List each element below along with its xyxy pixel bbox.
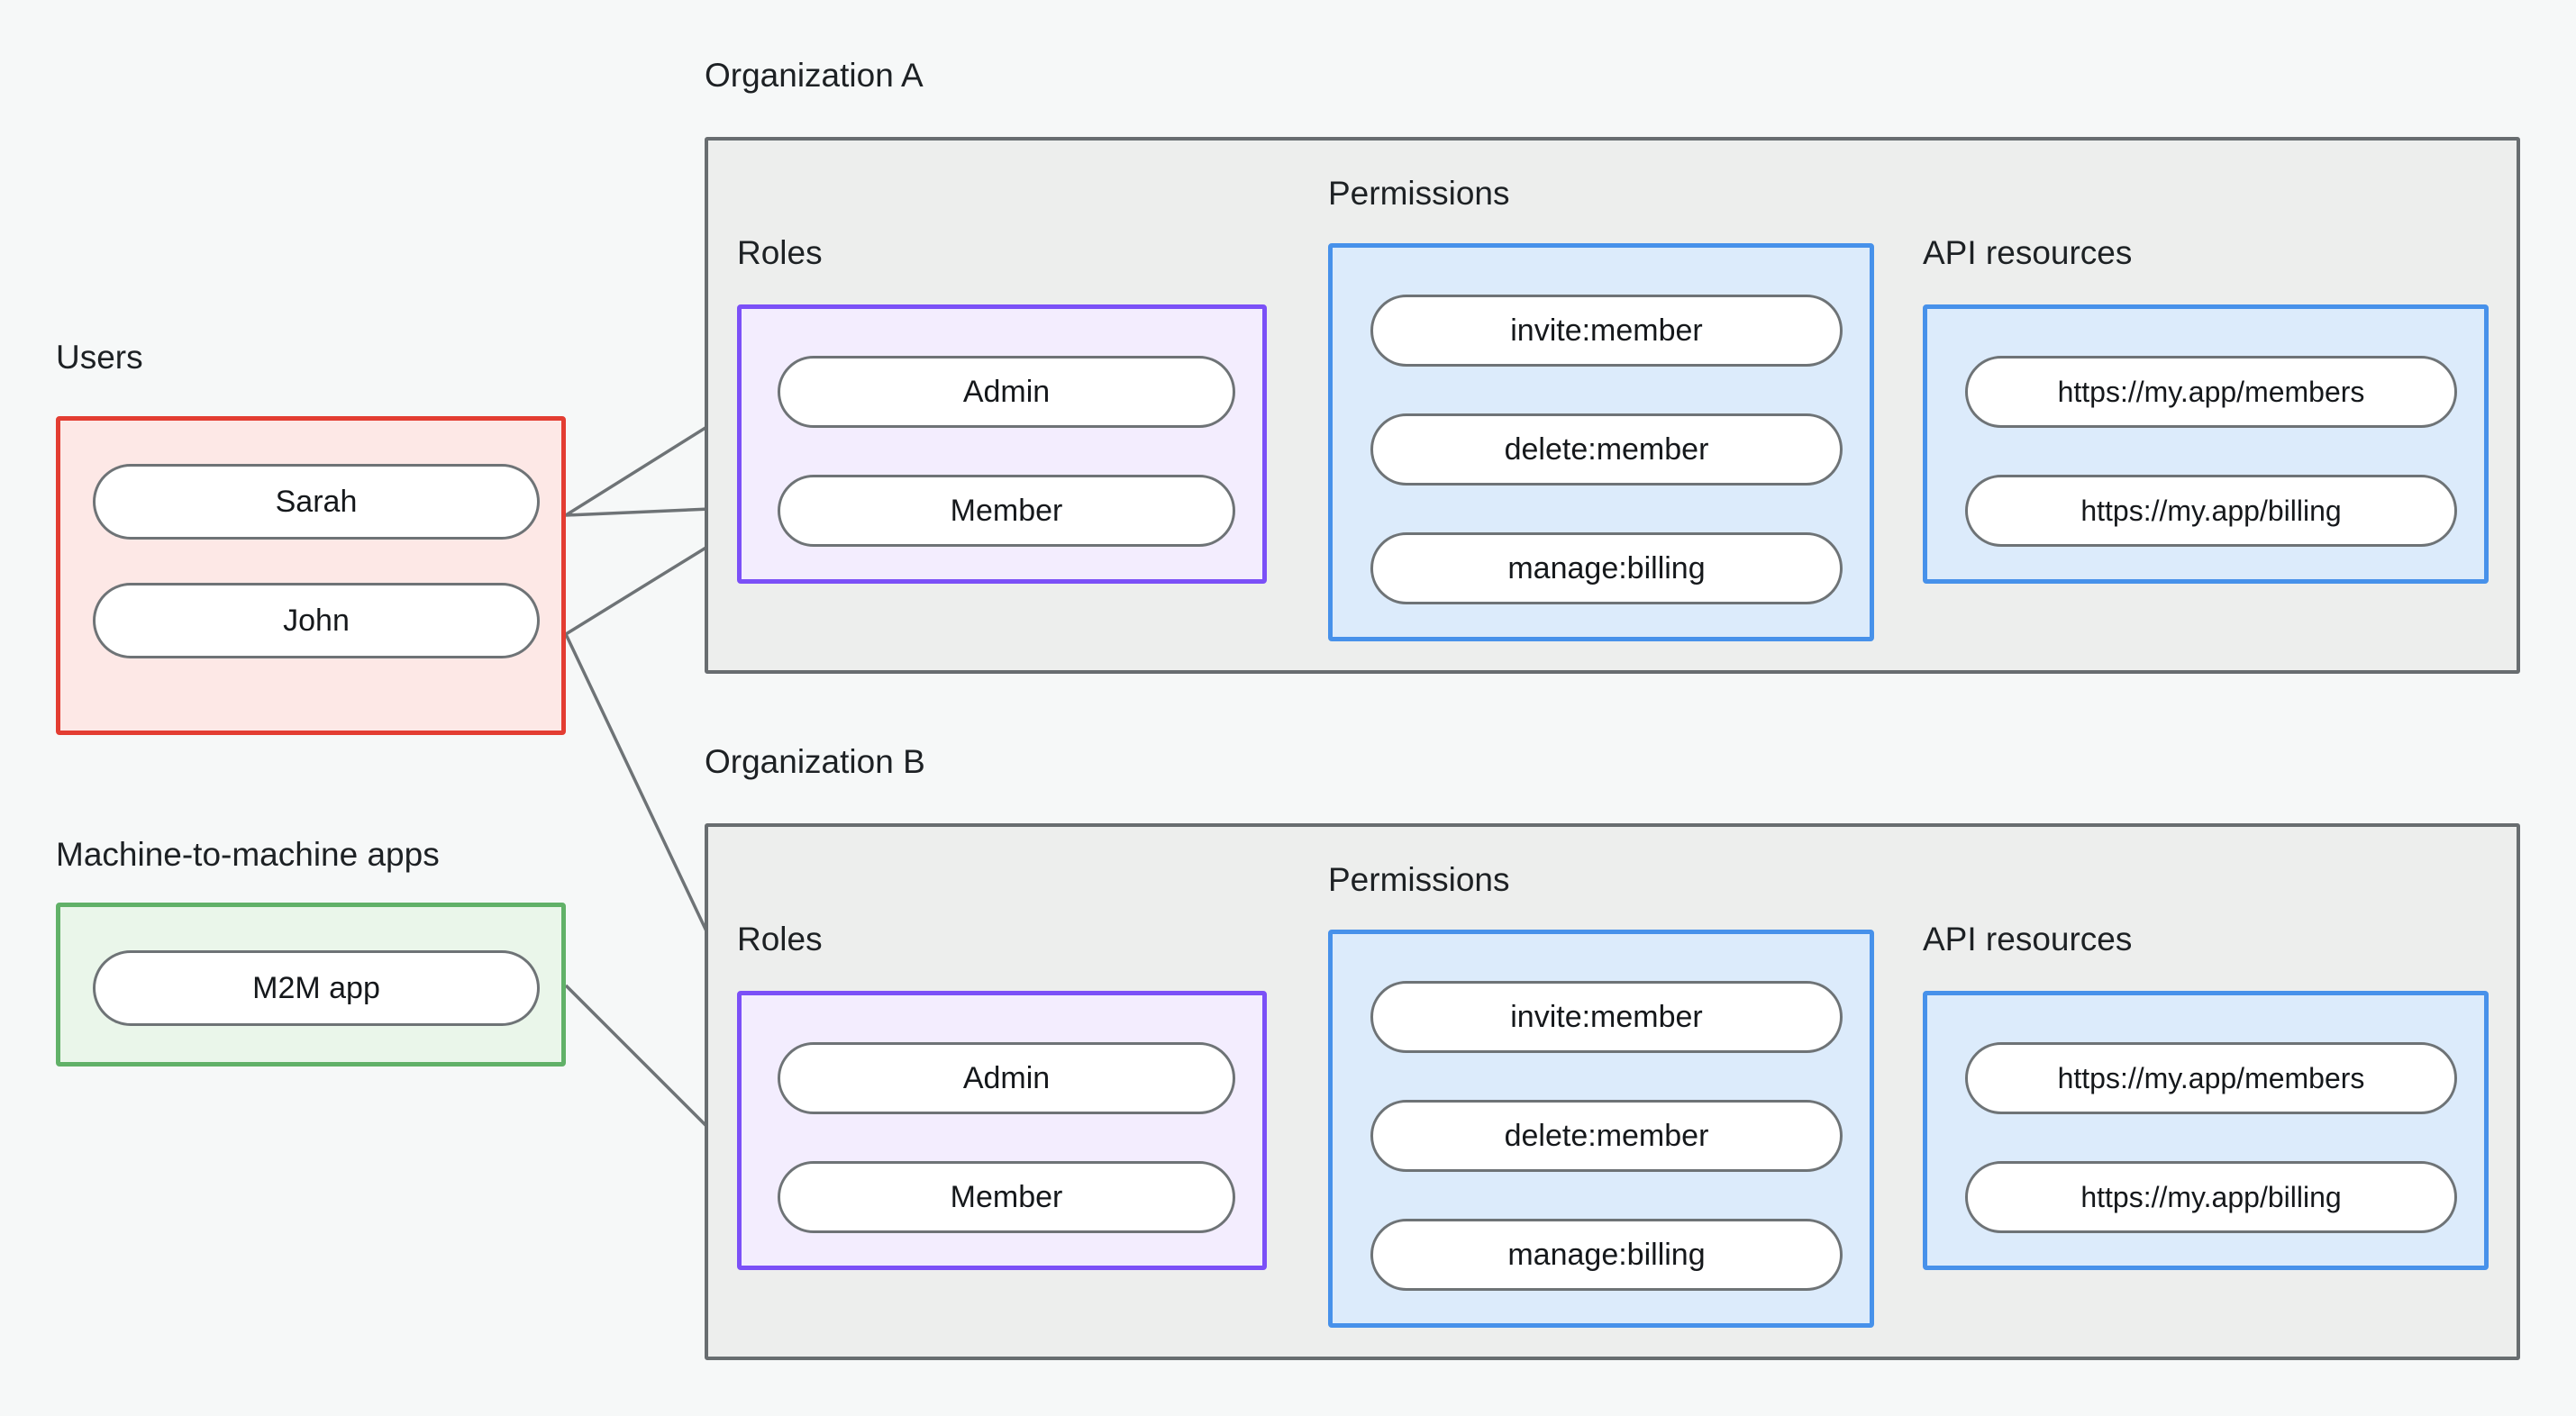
api-resource-b-node-billing[interactable]: https://my.app/billing [1965, 1161, 2457, 1233]
roles-b-label: Roles [737, 921, 823, 958]
organization-a-label: Organization A [705, 57, 924, 94]
roles-a-group-box: Admin Member [737, 304, 1267, 584]
m2m-node-app[interactable]: M2M app [93, 950, 540, 1026]
permission-b-node-manage[interactable]: manage:billing [1370, 1219, 1843, 1291]
role-b-node-admin[interactable]: Admin [778, 1042, 1235, 1114]
permission-a-node-invite[interactable]: invite:member [1370, 295, 1843, 367]
roles-b-group-box: Admin Member [737, 991, 1267, 1270]
api-resource-b-node-members[interactable]: https://my.app/members [1965, 1042, 2457, 1114]
user-node-sarah[interactable]: Sarah [93, 464, 540, 540]
roles-a-label: Roles [737, 234, 823, 271]
role-a-node-admin[interactable]: Admin [778, 356, 1235, 428]
m2m-group-label: Machine-to-machine apps [56, 836, 440, 873]
permission-b-node-delete[interactable]: delete:member [1370, 1100, 1843, 1172]
api-resources-a-group-box: https://my.app/members https://my.app/bi… [1923, 304, 2489, 584]
role-a-node-member[interactable]: Member [778, 475, 1235, 547]
permissions-b-label: Permissions [1328, 861, 1510, 898]
api-resources-a-label: API resources [1923, 234, 2133, 271]
api-resources-b-label: API resources [1923, 921, 2133, 958]
permissions-b-group-box: invite:member delete:member manage:billi… [1328, 930, 1874, 1328]
api-resource-a-node-billing[interactable]: https://my.app/billing [1965, 475, 2457, 547]
permission-b-node-invite[interactable]: invite:member [1370, 981, 1843, 1053]
api-resource-a-node-members[interactable]: https://my.app/members [1965, 356, 2457, 428]
permissions-a-label: Permissions [1328, 175, 1510, 212]
user-node-john[interactable]: John [93, 583, 540, 658]
users-group-box: Sarah John [56, 416, 566, 735]
users-group-label: Users [56, 339, 143, 376]
organization-b-label: Organization B [705, 743, 925, 780]
permission-a-node-delete[interactable]: delete:member [1370, 413, 1843, 486]
api-resources-b-group-box: https://my.app/members https://my.app/bi… [1923, 991, 2489, 1270]
m2m-group-box: M2M app [56, 903, 566, 1067]
permission-a-node-manage[interactable]: manage:billing [1370, 532, 1843, 604]
permissions-a-group-box: invite:member delete:member manage:billi… [1328, 243, 1874, 641]
role-b-node-member[interactable]: Member [778, 1161, 1235, 1233]
